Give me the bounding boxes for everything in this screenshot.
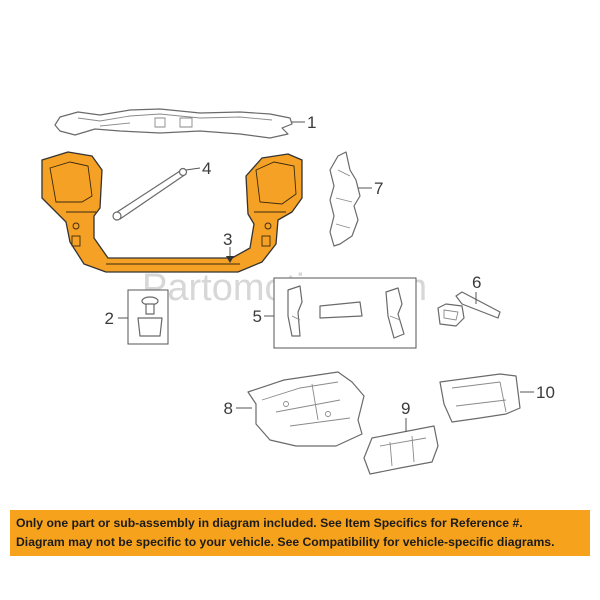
part-5-bracket-kit <box>273 277 417 349</box>
callout-1: 1 <box>307 113 316 132</box>
leader-4 <box>185 167 201 171</box>
callout-2: 2 <box>105 309 114 328</box>
callout-5: 5 <box>253 307 262 326</box>
part-3-radiator-support <box>41 151 303 273</box>
callout-4: 4 <box>202 159 211 178</box>
part-7-side-bracket <box>329 151 361 247</box>
leader-3-arrowhead <box>226 256 234 263</box>
disclaimer-line-2: Diagram may not be specific to your vehi… <box>16 535 555 549</box>
callout-9: 9 <box>401 399 410 418</box>
callout-8: 8 <box>224 399 233 418</box>
part-4-prop-rod <box>112 167 188 221</box>
part-2-push-clip <box>127 289 169 345</box>
callout-3: 3 <box>223 230 232 249</box>
callout-7: 7 <box>374 179 383 198</box>
part-9-lower-shield <box>363 425 439 475</box>
callout-10: 10 <box>536 383 555 402</box>
part-10-side-panel <box>439 373 521 423</box>
disclaimer-line-1: Only one part or sub-assembly in diagram… <box>16 516 523 530</box>
disclaimer-banner: Only one part or sub-assembly in diagram… <box>10 510 590 556</box>
part-6-small-bracket <box>437 291 501 327</box>
part-1-upper-tie-bar <box>54 108 293 139</box>
part-8-splash-shield <box>247 371 365 447</box>
callout-6: 6 <box>472 273 481 292</box>
